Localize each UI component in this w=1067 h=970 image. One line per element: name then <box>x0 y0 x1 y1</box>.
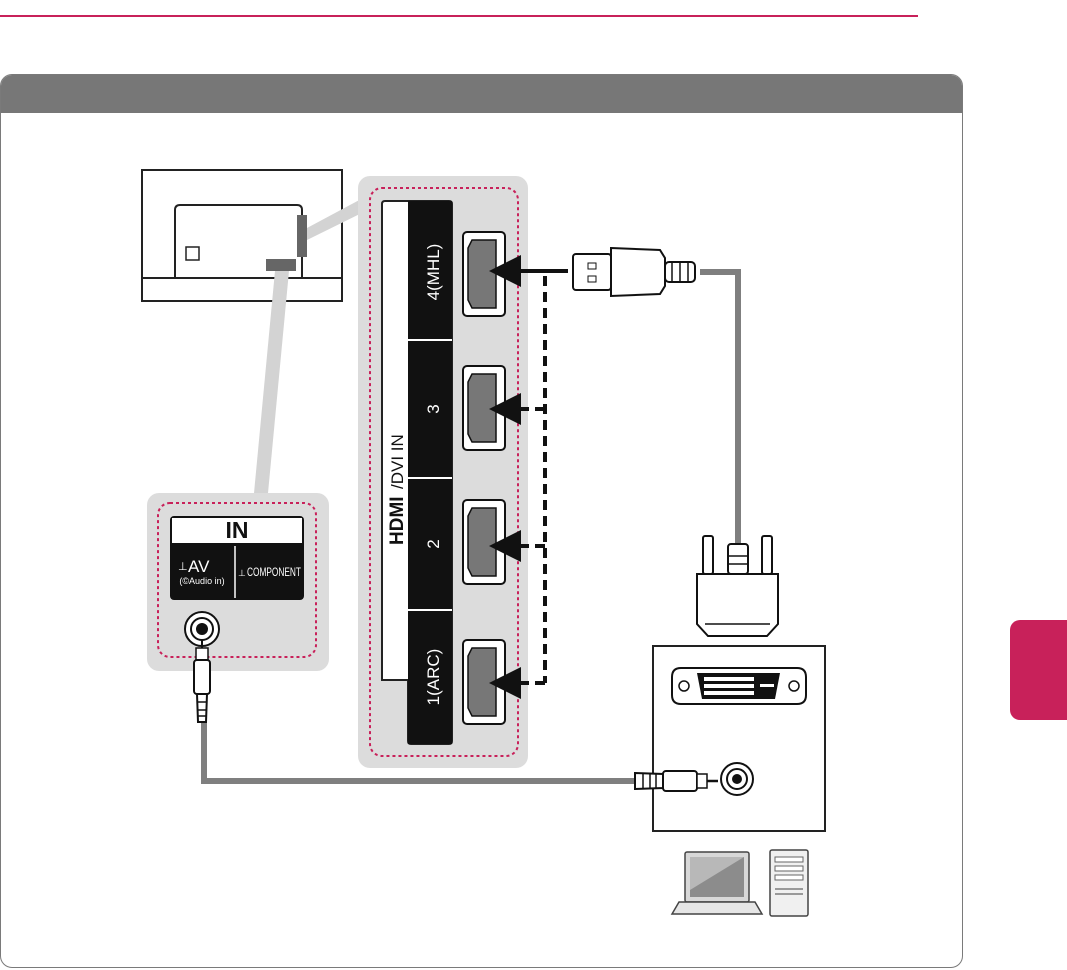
hdmi-dvi-cable-icon <box>573 248 738 548</box>
hdmi-dvi-in-title: /DVI IN <box>388 434 407 489</box>
desktop-tower-icon <box>770 850 808 916</box>
av-panel: IN ⊥ AV (©Audio in) ⊥ COMPONENT <box>147 493 329 671</box>
port-label-2: 2 <box>424 539 443 548</box>
hdmi-port-icon <box>463 366 505 450</box>
hdmi-panel: HDMI /DVI IN 4(MHL) 3 2 1(ARC) <box>358 176 528 768</box>
port-label-3: 3 <box>424 404 443 413</box>
dvi-connector-icon <box>672 668 806 704</box>
av-ground-icon: ⊥ <box>178 561 188 573</box>
hdmi-logo: HDMI <box>387 496 408 545</box>
av-zoom-callout <box>254 271 289 493</box>
in-label: IN <box>226 517 249 543</box>
laptop-icon <box>672 852 762 914</box>
component-ground-icon: ⊥ <box>238 568 246 578</box>
hdmi-port-icon <box>463 500 505 584</box>
pc-audio-out-jack <box>721 763 753 795</box>
pc-rear-panel <box>653 646 825 831</box>
hdmi-port-icon <box>463 232 505 316</box>
port-label-1: 1(ARC) <box>424 649 443 706</box>
dvi-plug-icon <box>697 536 778 636</box>
audio-in-label: (©Audio in) <box>179 576 224 586</box>
component-label: COMPONENT <box>247 565 301 579</box>
av-label: AV <box>188 557 210 576</box>
port-label-4: 4(MHL) <box>424 244 443 301</box>
hdmi-port-icon <box>463 640 505 724</box>
